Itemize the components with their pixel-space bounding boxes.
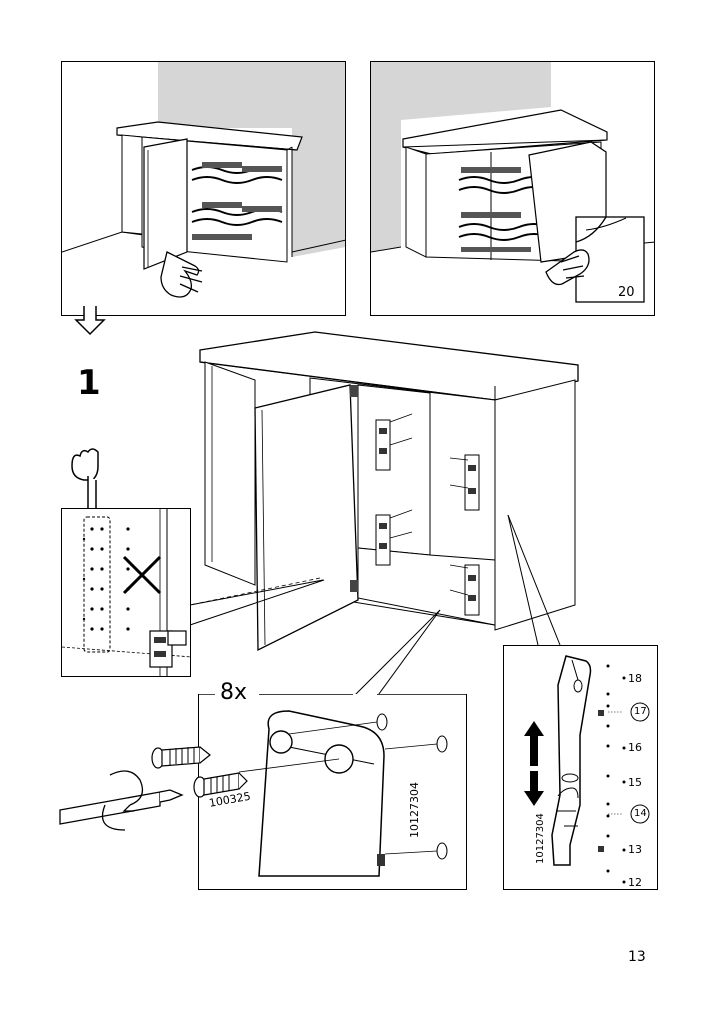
panel-remove-protective-film: 20: [370, 61, 655, 316]
scale-label-13: 13: [628, 843, 642, 856]
wrong-holes-illustration: [62, 509, 190, 676]
scale-label-12: 12: [628, 876, 642, 889]
panel-screw-detail: [198, 694, 467, 890]
quantity-label: 8x: [220, 680, 248, 705]
page-number: 13: [628, 949, 646, 965]
scale-label-16: 16: [628, 741, 642, 754]
scale-label-18: 18: [628, 672, 642, 685]
panel-open-door: [61, 61, 346, 316]
cabinet-film-illustration: [371, 62, 654, 303]
step-number: 1: [77, 363, 101, 403]
panel-rail-holes: 18 17 16 15 14 13 12 10127304: [503, 645, 658, 890]
page-reference-number: 20: [618, 285, 635, 300]
scale-label-15: 15: [628, 776, 642, 789]
cabinet-open-door-illustration: [62, 62, 345, 298]
scale-label-17-circled: 17: [634, 706, 647, 717]
screw-detail-illustration: [199, 694, 466, 877]
scale-label-14-circled: 14: [634, 808, 647, 819]
rail-part-number: 10127304: [535, 813, 546, 864]
rail-holes-illustration: [524, 655, 650, 884]
panel-wrong-holes: [61, 508, 191, 677]
screwdriver-icon: [59, 770, 184, 831]
hinge-plate-part-number: 10127304: [408, 782, 421, 838]
